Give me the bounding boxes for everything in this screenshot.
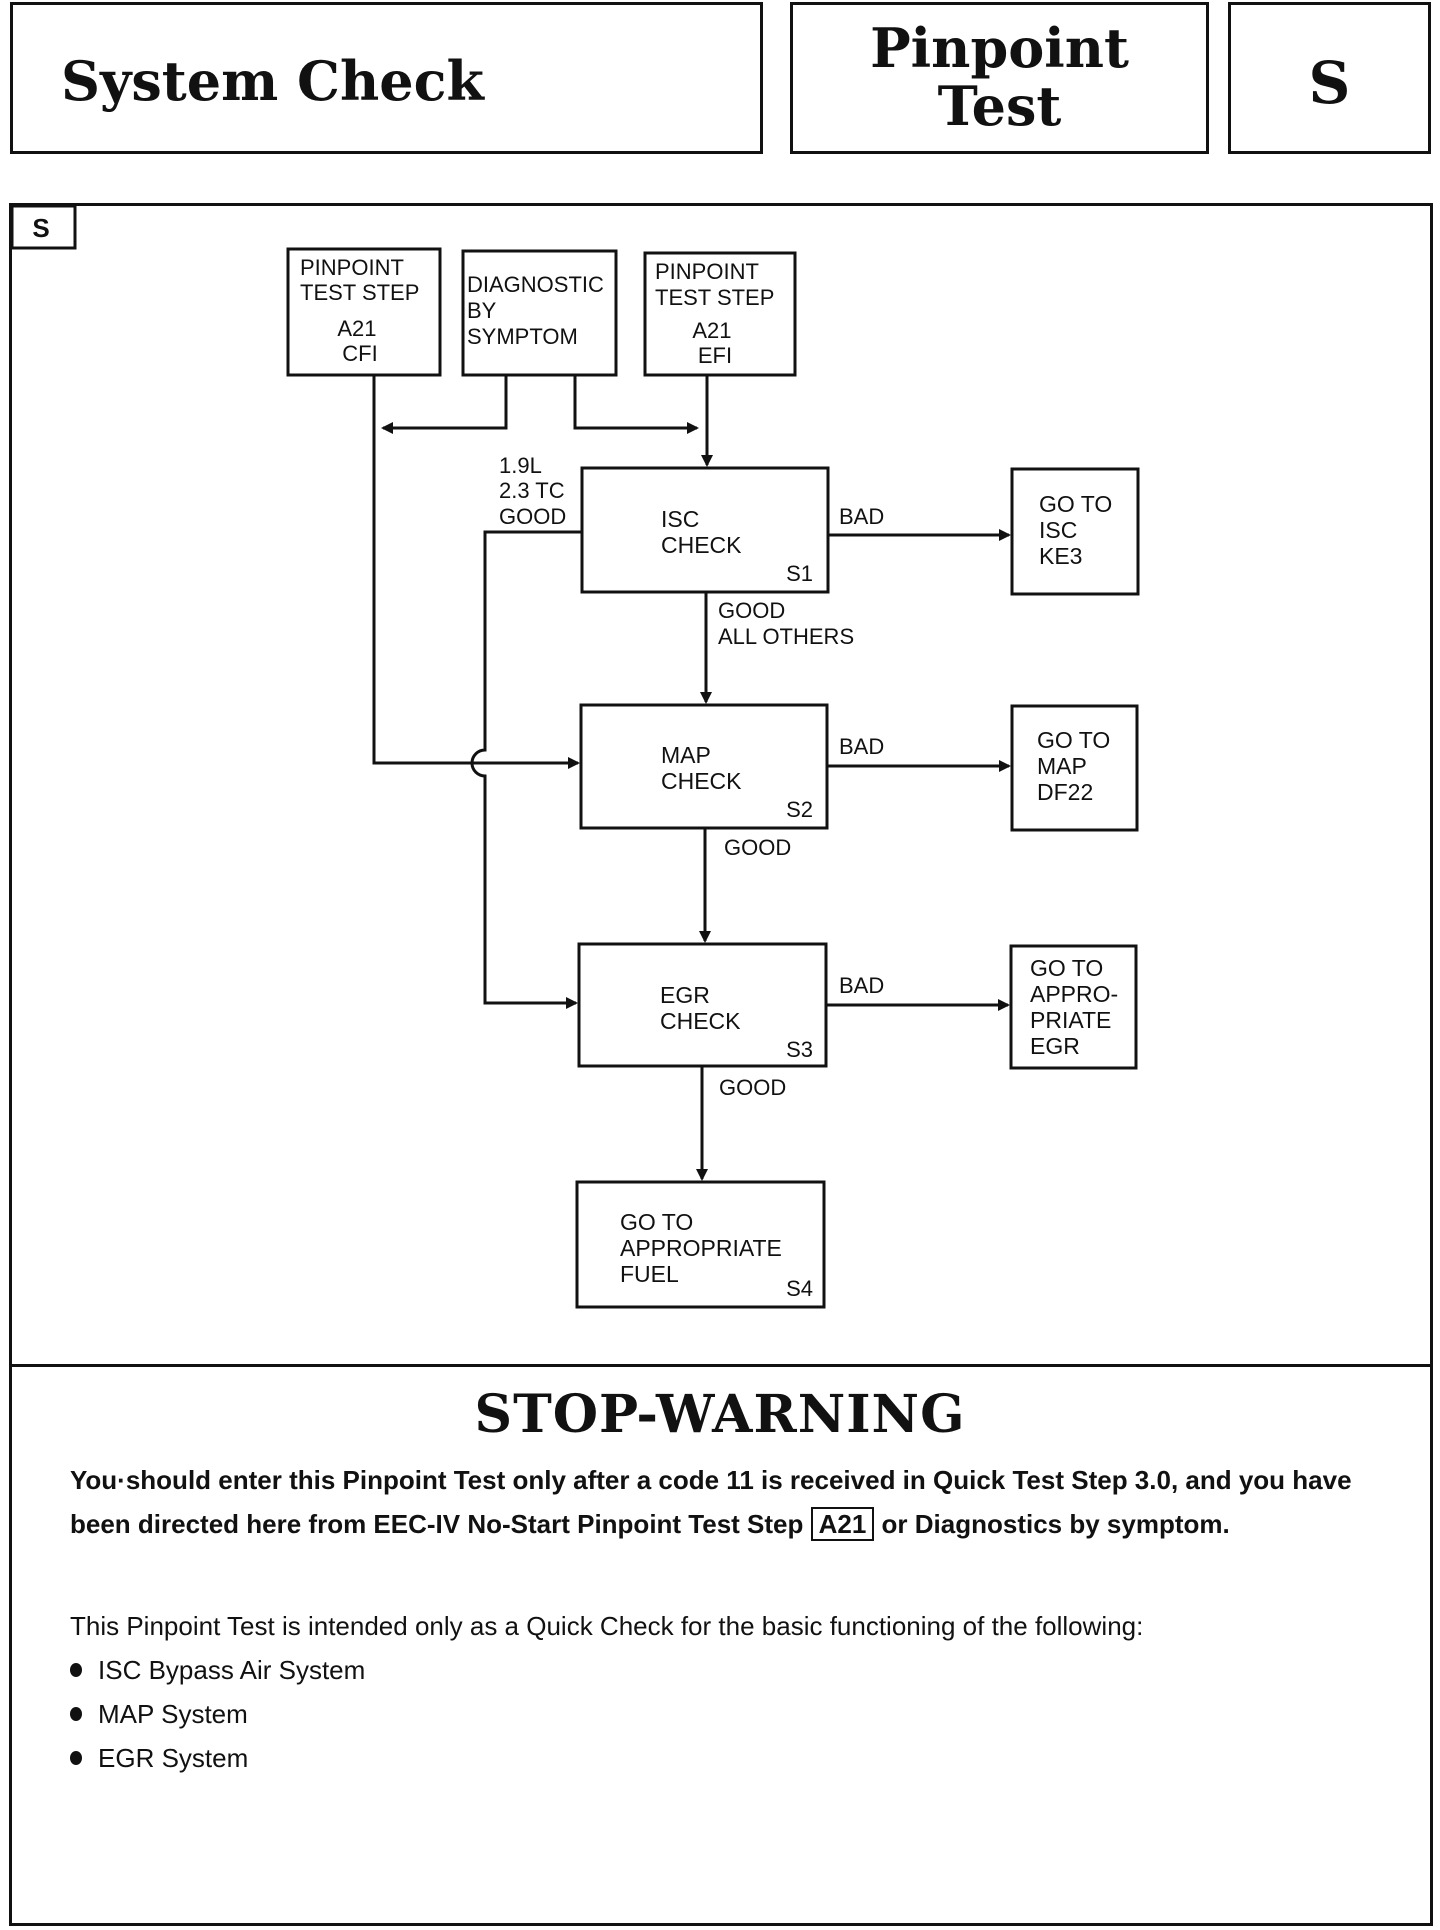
bullet-dot-icon [70,1663,82,1677]
start-box-symptom-text: DIAGNOSTIC BY SYMPTOM [467,272,610,349]
goto-isc-text: GO TO ISC KE3 [1039,491,1119,569]
goto-map-text: GO TO MAP DF22 [1037,727,1117,805]
pinpoint-test-title: Pinpoint Test [793,19,1206,135]
pinpoint-title-line1: Pinpoint [870,16,1129,80]
main-frame [9,203,1433,1926]
fuel-box-text: GO TO APPROPRIATE FUEL [620,1209,788,1287]
engine-good-label: 1.9L 2.3 TC GOOD [499,453,571,529]
egr-check-box: EGR CHECK S3 [577,942,828,1068]
warning-title: STOP-WARNING [474,1384,966,1445]
isc-check-text: ISC CHECK [661,506,742,558]
warning-text: You·should enter this Pinpoint Test only… [70,1458,1370,1546]
list-item-text: EGR System [98,1743,249,1773]
bullet-dot-icon [70,1751,82,1765]
system-check-title: System Check [61,49,484,113]
step-reference: A21 [810,1507,875,1541]
fuel-box: GO TO APPROPRIATE FUEL S4 [575,1180,826,1309]
goto-egr-box: GO TO APPRO- PRIATE EGR [1009,944,1138,1070]
egr-step-number: S3 [786,1037,813,1062]
start-box-symptom: DIAGNOSTIC BY SYMPTOM [461,249,618,377]
start-box-efi: PINPOINT TEST STEP A21 EFI [643,251,797,377]
pinpoint-test-header: Pinpoint Test [790,2,1209,154]
egr-check-text: EGR CHECK [660,982,741,1034]
cfi-to-map-arrow [372,375,580,769]
system-check-header: System Check [10,2,763,154]
test-code-header: S [1228,2,1431,154]
symptom-to-left-arrow [381,375,508,434]
test-code-label: S [1308,49,1351,117]
fuel-step-number: S4 [786,1276,813,1301]
map-step-number: S2 [786,797,813,822]
connector-lines [372,375,1011,1181]
list-item-text: ISC Bypass Air System [98,1655,366,1685]
start-box-efi-text: PINPOINT TEST STEP A21 EFI [655,259,780,368]
list-item: ISC Bypass Air System [70,1648,365,1692]
egr-bad-label: BAD [839,973,884,998]
pinpoint-title-line2: Test [937,74,1062,138]
isc-good-bypass-arrow [470,530,582,1009]
goto-map-box: GO TO MAP DF22 [1010,704,1139,832]
goto-isc-box: GO TO ISC KE3 [1010,467,1140,596]
warning-text-part1: You·should enter this Pinpoint Test only… [70,1465,1352,1539]
map-bad-label: BAD [839,734,884,759]
list-item: EGR System [70,1736,365,1780]
system-list: ISC Bypass Air System MAP System EGR Sys… [70,1648,365,1780]
list-item-text: MAP System [98,1699,248,1729]
map-good-label: GOOD [724,835,791,860]
bullet-dot-icon [70,1707,82,1721]
start-box-cfi-text: PINPOINT TEST STEP A21 CFI [300,255,425,366]
isc-check-box: ISC CHECK S1 [580,466,830,594]
list-item: MAP System [70,1692,365,1736]
intro-text: This Pinpoint Test is intended only as a… [70,1611,1144,1641]
map-check-text: MAP CHECK [661,742,742,794]
map-check-box: MAP CHECK S2 [579,703,829,830]
section-divider [9,1364,1433,1367]
section-tag-label: S [32,213,49,243]
isc-good-label: GOOD ALL OTHERS [718,598,854,649]
symptom-to-right-arrow [573,375,699,434]
warning-text-part2: or Diagnostics by symptom. [874,1509,1230,1539]
egr-good-label: GOOD [719,1075,786,1100]
section-tag: S [10,204,77,250]
start-box-cfi: PINPOINT TEST STEP A21 CFI [286,247,442,377]
isc-step-number: S1 [786,561,813,586]
goto-egr-text: GO TO APPRO- PRIATE EGR [1030,955,1125,1059]
isc-bad-label: BAD [839,504,884,529]
